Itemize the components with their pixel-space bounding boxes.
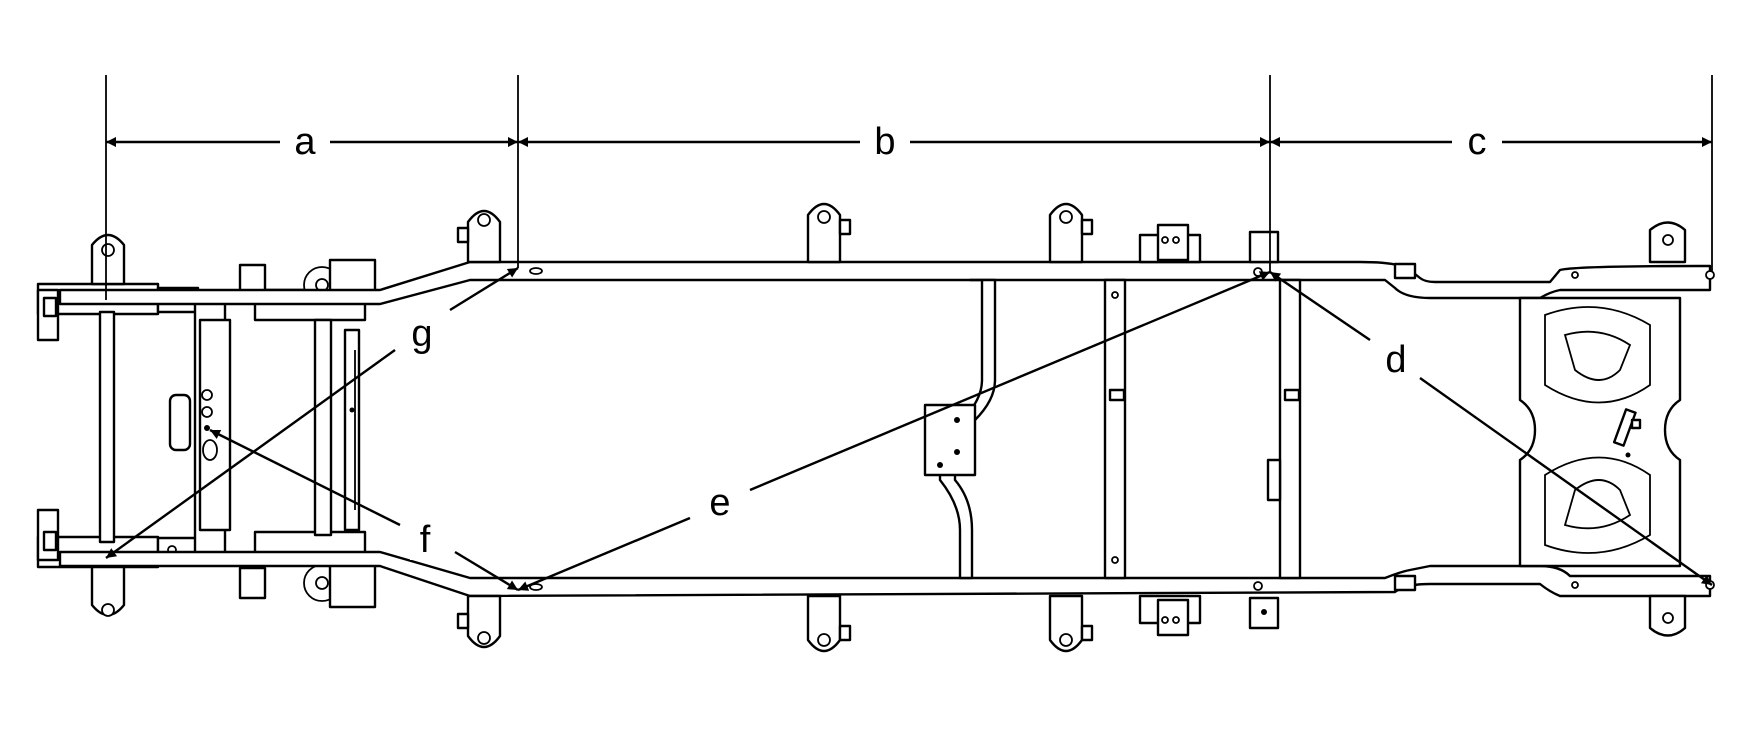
diagonal-d-lower bbox=[1419, 377, 1713, 586]
diagonal-f-upper bbox=[209, 428, 401, 527]
front-crossmember bbox=[168, 288, 367, 564]
rear-x-crossmember bbox=[1518, 221, 1715, 637]
label-b: b bbox=[874, 121, 895, 163]
dimension-labels: a b c d e f g bbox=[285, 121, 1497, 561]
label-d: d bbox=[1385, 339, 1406, 381]
diagonal-d-upper bbox=[1269, 271, 1371, 341]
label-c: c bbox=[1468, 121, 1487, 163]
vehicle-frame bbox=[36, 202, 1715, 653]
label-f: f bbox=[420, 519, 431, 561]
extension-lines bbox=[105, 75, 1713, 300]
diagonal-g-lower bbox=[105, 349, 396, 559]
diagonal-g-upper bbox=[449, 266, 519, 312]
front-frame-horns bbox=[36, 233, 200, 617]
label-e: e bbox=[709, 482, 730, 524]
rail-features bbox=[529, 262, 1579, 592]
diagonal-e-upper bbox=[749, 270, 1271, 492]
diagonal-measurements bbox=[105, 266, 1713, 592]
transmission-crossmember bbox=[923, 278, 997, 580]
center-crossmember bbox=[1103, 223, 1202, 637]
rear-mid-crossmember bbox=[1248, 230, 1302, 630]
label-a: a bbox=[294, 121, 316, 163]
body-mount-tabs bbox=[456, 202, 1094, 653]
label-g: g bbox=[411, 313, 432, 355]
diagonal-f-lower bbox=[454, 550, 519, 592]
diagonal-e-lower bbox=[517, 516, 691, 592]
